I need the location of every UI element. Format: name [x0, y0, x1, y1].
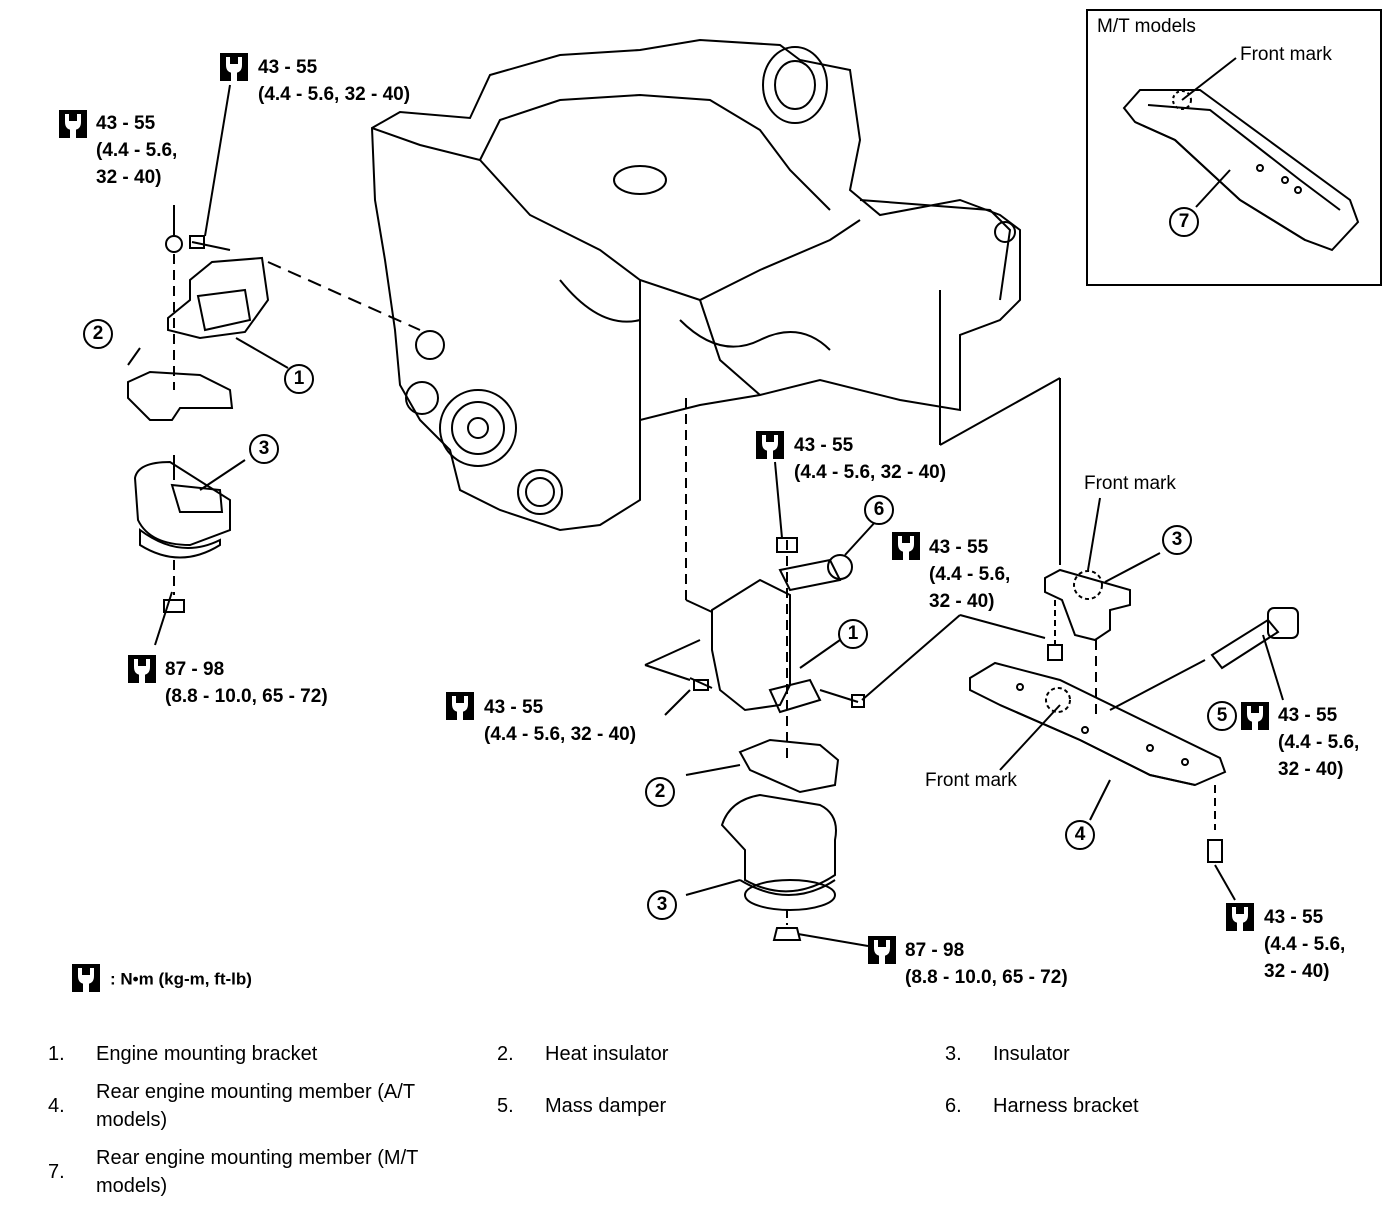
- engine-mount-diagram: M/T models Front mark 7 43 - 55(4.4 - 5.…: [58, 9, 1382, 994]
- engine-block: [370, 38, 1021, 532]
- torque-spec: 43 - 55(4.4 - 5.6,32 - 40): [1278, 705, 1360, 780]
- torque-wrench-icon: [867, 935, 897, 965]
- torque-spec: 87 - 98(8.8 - 10.0, 65 - 72): [165, 659, 328, 707]
- callout-3: 3: [249, 434, 279, 464]
- torque-spec: 87 - 98(8.8 - 10.0, 65 - 72): [905, 940, 1068, 988]
- callout-5: 5: [1207, 701, 1237, 731]
- mt-mounting-member: [1122, 57, 1360, 252]
- callout-1: 1: [284, 364, 314, 394]
- diagram-artwork: [58, 9, 1382, 993]
- torque-spec: 43 - 55(4.4 - 5.6,32 - 40): [1264, 907, 1346, 982]
- mt-inset-frame: [1086, 9, 1382, 286]
- parts-legend: 1.Engine mounting bracket 2.Heat insulat…: [0, 1030, 1392, 1214]
- left-front-mount: [127, 84, 421, 646]
- torque-wrench-icon: [219, 52, 249, 82]
- callout-4: 4: [1065, 820, 1095, 850]
- torque-wrench-icon: [58, 109, 88, 139]
- callout-7: 7: [1169, 207, 1199, 237]
- right-front-mount: [644, 398, 1046, 947]
- callout-3: 3: [647, 890, 677, 920]
- legend-item: 4.Rear engine mounting member (A/T model…: [48, 1081, 415, 1131]
- rear-mount-at: [939, 377, 1299, 901]
- callout-6: 6: [864, 495, 894, 525]
- torque-wrench-icon: [755, 430, 785, 460]
- torque-spec: 43 - 55(4.4 - 5.6, 32 - 40): [794, 435, 947, 483]
- torque-spec: 43 - 55(4.4 - 5.6,32 - 40): [96, 113, 178, 188]
- callout-2: 2: [645, 777, 675, 807]
- front-mark-label: Front mark: [1084, 473, 1176, 494]
- unit-note-text: : N•m (kg-m, ft-lb): [110, 969, 252, 989]
- unit-note: : N•m (kg-m, ft-lb): [72, 966, 252, 994]
- torque-wrench-icon: [1225, 902, 1255, 932]
- torque-wrench-icon: [891, 531, 921, 561]
- legend-item: 7.Rear engine mounting member (M/T model…: [48, 1147, 418, 1197]
- front-mark-label: Front mark: [925, 770, 1017, 791]
- torque-spec: 43 - 55(4.4 - 5.6, 32 - 40): [484, 697, 637, 745]
- callout-2: 2: [83, 319, 113, 349]
- torque-wrench-icon: [127, 654, 157, 684]
- torque-spec: 43 - 55(4.4 - 5.6,32 - 40): [929, 537, 1011, 612]
- torque-wrench-icon: [445, 691, 475, 721]
- mt-inset-title: M/T models: [1097, 16, 1196, 37]
- torque-spec: 43 - 55(4.4 - 5.6, 32 - 40): [258, 57, 411, 105]
- callout-3: 3: [1162, 525, 1192, 555]
- front-mark-label: Front mark: [1240, 44, 1332, 65]
- callout-1: 1: [838, 619, 868, 649]
- torque-wrench-icon: [1240, 701, 1270, 731]
